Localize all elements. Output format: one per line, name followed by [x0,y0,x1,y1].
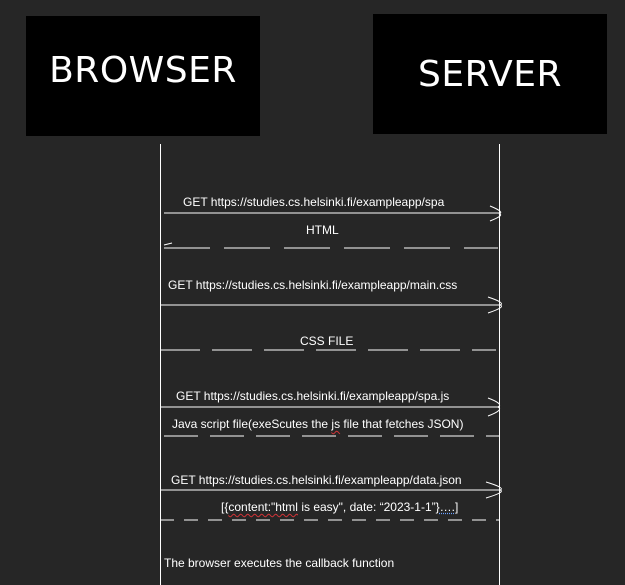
server-lifeline [499,144,500,585]
get-js-arrowhead [487,397,501,417]
server-participant-label: SERVER [417,53,563,95]
browser-lifeline [160,144,161,585]
css-response-label: CSS FILE [300,334,354,348]
get-css-arrowhead [487,296,502,314]
spellcheck-underline: content:"html [228,500,298,514]
get-json-arrowhead [485,481,502,499]
get-spa-arrowhead [489,205,502,222]
get-js-label: GET https://studies.cs.helsinki.fi/examp… [176,389,450,403]
browser-participant-box: BROWSER [26,16,260,136]
server-participant-box: SERVER [373,14,607,134]
spellcheck-underline: js [331,417,341,431]
json-response-label: [{content:"html is easy", date: “2023-1-… [221,500,459,514]
get-json-label: GET https://studies.cs.helsinki.fi/examp… [171,473,462,487]
js-response-label: Java script file(exeScutes the js file t… [172,417,464,431]
get-css-label: GET https://studies.cs.helsinki.fi/examp… [168,278,458,292]
callback-note: The browser executes the callback functi… [164,556,395,570]
get-spa-label: GET https://studies.cs.helsinki.fi/examp… [183,195,445,209]
browser-participant-label: BROWSER [49,49,237,91]
html-response-label: HTML [306,223,339,237]
grammar-underline: …. [439,500,455,514]
html-response-tick [163,242,173,246]
